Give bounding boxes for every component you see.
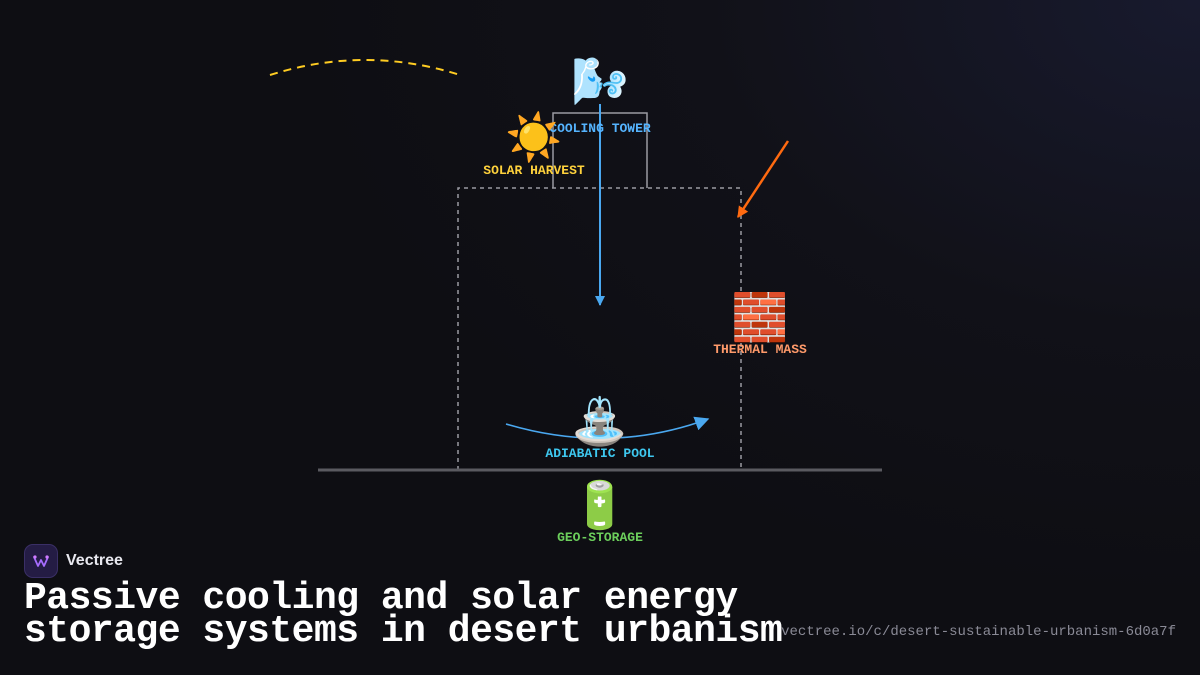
brand: Vectree	[24, 544, 123, 578]
sun-path-arc	[269, 59, 461, 76]
thermal-mass-node: 🧱 THERMAL MASS	[713, 290, 807, 357]
source-url[interactable]: vectree.io/c/desert-sustainable-urbanism…	[781, 624, 1176, 640]
geo-storage-label: GEO-STORAGE	[557, 530, 643, 545]
brand-name: Vectree	[66, 552, 123, 569]
brick-wall-icon: 🧱	[731, 290, 788, 344]
cooling-tower-label: COOLING TOWER	[549, 121, 651, 136]
fountain-icon: ⛲	[571, 394, 628, 449]
wind-icon: 🌬️	[571, 54, 628, 108]
building-outline	[457, 187, 742, 470]
solar-harvest-node: ☀️ SOLAR HARVEST	[483, 109, 585, 178]
battery-icon: 🔋	[571, 478, 628, 532]
sun-icon: ☀️	[505, 109, 562, 165]
vectree-logo-icon	[24, 544, 58, 578]
page-title: Passive cooling and solar energy storage…	[24, 577, 783, 653]
cooling-tower-node: 🌬️ COOLING TOWER	[549, 54, 651, 136]
adiabatic-pool-label: ADIABATIC POOL	[545, 446, 654, 461]
thermal-mass-label: THERMAL MASS	[713, 342, 807, 357]
pool-flow-curve	[505, 416, 710, 440]
solar-harvest-label: SOLAR HARVEST	[483, 163, 585, 178]
solar-heat-arrow	[736, 140, 790, 218]
adiabatic-pool-node: ⛲ ADIABATIC POOL	[545, 394, 654, 461]
geo-storage-node: 🔋 GEO-STORAGE	[557, 478, 643, 545]
